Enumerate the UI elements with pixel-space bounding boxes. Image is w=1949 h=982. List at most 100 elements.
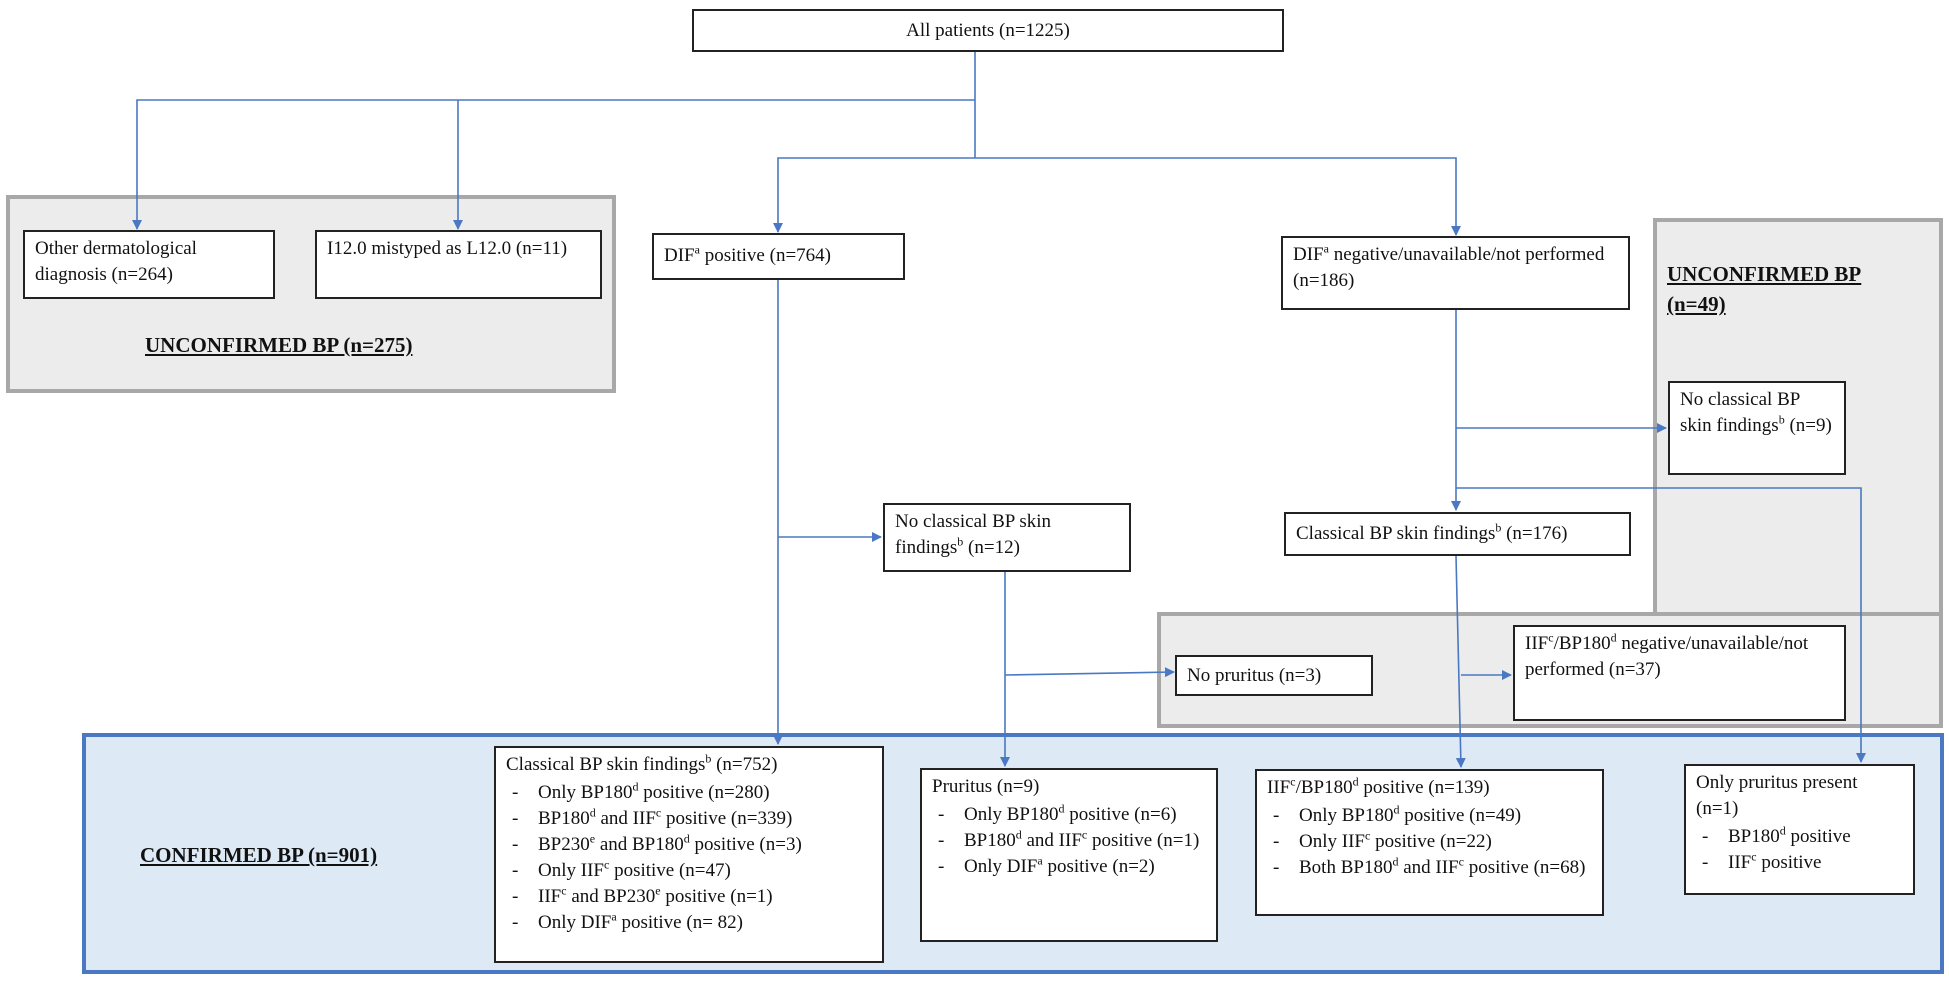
list-item: Only BP180d positive (n=280) — [506, 780, 872, 806]
footnote-marker: b — [957, 534, 964, 549]
footnote-marker: e — [589, 831, 596, 846]
footnote-marker: d — [683, 831, 690, 846]
list-item-text: positive (n=2) — [1042, 856, 1155, 877]
iif-positive-139-header: IIFc/BP180d positive (n=139) — [1267, 775, 1592, 801]
list-item-text: positive (n=68) — [1463, 857, 1586, 878]
list-item-text: and IIF — [595, 808, 656, 829]
list-item-text: Only BP180 — [964, 804, 1059, 825]
footnote-marker: d — [1392, 854, 1399, 869]
list-item-text: positive (n=47) — [609, 860, 731, 881]
iif-bp180-negative-label-a: IIF — [1525, 633, 1549, 654]
iif-bp180-negative-label-c: negative/unavailable/not performed (n=37… — [1525, 633, 1809, 680]
footnote-marker: a — [694, 242, 700, 257]
classical-752-header: Classical BP skin findingsb (n=752) — [506, 752, 872, 778]
list-item: Only IIFc positive (n=22) — [1267, 829, 1592, 855]
list-item-text: and BP180 — [595, 834, 684, 855]
list-item-text: Only IIF — [1299, 831, 1365, 852]
list-item: BP180d and IIFc positive (n=339) — [506, 806, 872, 832]
footnote-marker: b — [1778, 412, 1785, 427]
footnote-marker: c — [1458, 854, 1464, 869]
list-item: BP180d positive — [1696, 824, 1903, 850]
pruritus-9-header: Pruritus (n=9) — [932, 776, 1040, 797]
only-pruritus-1-box: Only pruritus present (n=1) BP180d posit… — [1684, 764, 1915, 895]
list-item-text: Both BP180 — [1299, 857, 1393, 878]
list-item: Only IIFc positive (n=47) — [506, 858, 872, 884]
footnote-marker: d — [1779, 823, 1786, 838]
list-item-text: positive (n=3) — [689, 834, 802, 855]
no-pruritus-box: No pruritus (n=3) — [1175, 655, 1373, 696]
iif-positive-139-header-b: /BP180 — [1295, 777, 1353, 798]
unconfirmed-right-title-line2: (n=49) — [1667, 292, 1726, 316]
other-dermatological-box: Other dermatological diagnosis (n=264) — [23, 230, 275, 299]
connector-classical-176-to-iif-positive — [1455, 555, 1466, 768]
dif-positive-label-count: positive (n=764) — [699, 245, 831, 266]
list-item-text: positive (n=6) — [1064, 804, 1177, 825]
dif-positive-box: DIFa positive (n=764) — [652, 233, 905, 280]
footnote-marker: c — [655, 805, 662, 820]
list-item-text: and BP230 — [566, 886, 656, 907]
footnote-marker: d — [1352, 774, 1359, 789]
footnote-marker: a — [611, 909, 617, 924]
footnote-marker: d — [1015, 827, 1022, 842]
list-item-text: Only DIF — [964, 856, 1038, 877]
list-item-text: BP180 — [538, 808, 590, 829]
iif-bp180-negative-box: IIFc/BP180d negative/unavailable/not per… — [1513, 625, 1846, 721]
list-item-text: and IIF — [1398, 857, 1459, 878]
no-classical-right-box: No classical BP skin findingsb (n=9) — [1668, 381, 1846, 475]
list-item-text: positive (n= 82) — [616, 912, 743, 933]
footnote-marker: a — [1323, 241, 1329, 256]
no-classical-mid-box: No classical BP skin findingsb (n=12) — [883, 503, 1131, 572]
connector-root-to-other-dermatological — [132, 99, 975, 230]
other-dermatological-label: Other dermatological diagnosis (n=264) — [35, 238, 197, 285]
list-item: Only DIFa positive (n= 82) — [506, 910, 872, 936]
list-item-text: positive (n=49) — [1399, 805, 1522, 826]
all-patients-box: All patients (n=1225) — [692, 9, 1284, 52]
list-item-text: Only BP180 — [538, 782, 633, 803]
list-item: Only BP180d positive (n=49) — [1267, 803, 1592, 829]
list-item-text: IIF — [1728, 852, 1752, 873]
only-pruritus-1-header: Only pruritus present (n=1) — [1696, 772, 1858, 819]
list-item-text: Only DIF — [538, 912, 612, 933]
classical-752-header-count: (n=752) — [711, 754, 778, 775]
footnote-marker: c — [1364, 828, 1371, 843]
list-item-text: positive (n=1) — [1087, 830, 1200, 851]
unconfirmed-right-title-line1: UNCONFIRMED BP — [1667, 262, 1862, 286]
list-item-text: Only IIF — [538, 860, 604, 881]
mistyped-box: I12.0 mistyped as L12.0 (n=11) — [315, 230, 602, 299]
pruritus-9-list: Only BP180d positive (n=6)BP180d and IIF… — [932, 802, 1206, 880]
list-item-text: positive (n=1) — [660, 886, 773, 907]
connector-root-to-dif-positive — [773, 157, 975, 233]
confirmed-title: CONFIRMED BP (n=901) — [140, 843, 378, 867]
classical-752-list: Only BP180d positive (n=280)BP180d and I… — [506, 780, 872, 936]
list-item-text: positive (n=280) — [638, 782, 770, 803]
no-pruritus-label: No pruritus (n=3) — [1187, 665, 1322, 686]
connector-dif-negative-to-only-pruritus — [1456, 487, 1866, 763]
iif-positive-139-header-a: IIF — [1267, 777, 1291, 798]
footnote-marker: b — [705, 751, 712, 766]
iif-positive-139-header-c: positive (n=139) — [1358, 777, 1490, 798]
footnote-marker: c — [561, 883, 567, 898]
unconfirmed-left-title: UNCONFIRMED BP (n=275) — [145, 333, 413, 357]
footnote-marker: a — [1037, 853, 1043, 868]
classical-176-label-main: Classical BP skin findings — [1296, 523, 1496, 544]
dif-negative-box: DIFa negative/unavailable/not performed … — [1281, 236, 1630, 310]
footnote-marker: d — [589, 805, 596, 820]
footnote-marker: d — [1058, 801, 1065, 816]
list-item-text: BP230 — [538, 834, 590, 855]
list-item-text: BP180 — [1728, 826, 1780, 847]
list-item-text: Only BP180 — [1299, 805, 1394, 826]
footnote-marker: c — [1290, 774, 1296, 789]
dif-negative-label-count: negative/unavailable/not performed (n=18… — [1293, 244, 1605, 291]
iif-bp180-negative-label-b: /BP180 — [1553, 633, 1611, 654]
no-classical-mid-label-main: No classical BP skin findings — [895, 511, 1052, 558]
connector-no-classical-12-to-no-pruritus — [1004, 667, 1175, 678]
mistyped-label: I12.0 mistyped as L12.0 (n=11) — [327, 238, 568, 259]
list-item-text: positive — [1785, 826, 1851, 847]
dif-positive-label-main: DIF — [664, 245, 695, 266]
list-item-text: BP180 — [964, 830, 1016, 851]
classical-752-header-main: Classical BP skin findings — [506, 754, 706, 775]
list-item: BP230e and BP180d positive (n=3) — [506, 832, 872, 858]
footnote-marker: e — [655, 883, 661, 898]
